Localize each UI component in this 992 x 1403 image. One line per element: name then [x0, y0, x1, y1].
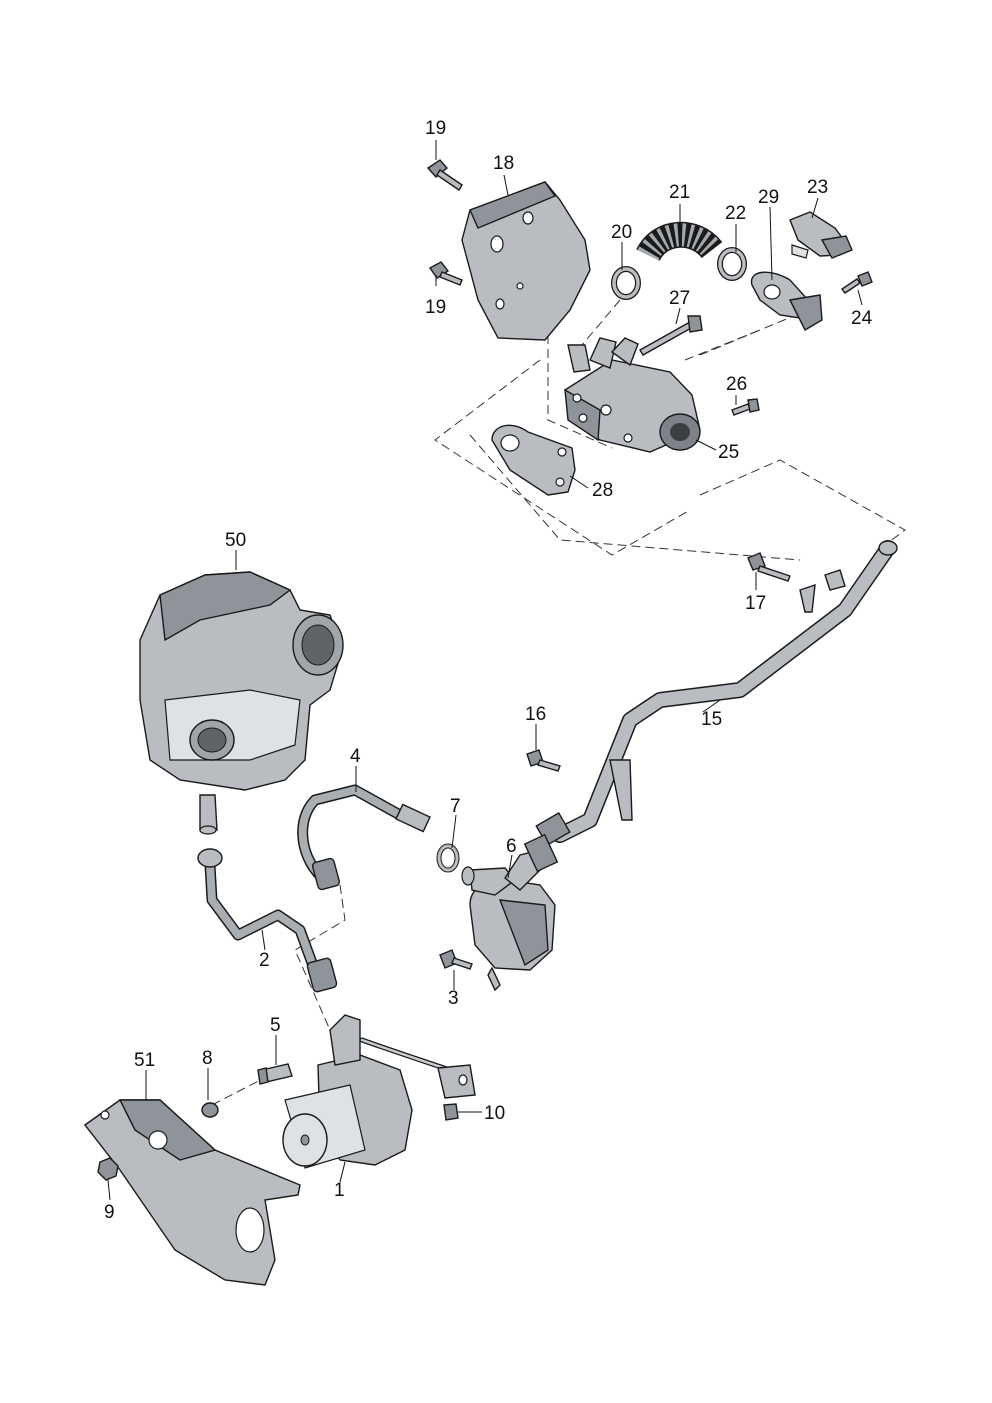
- part-26-bolt: [731, 398, 760, 416]
- label-23: 23: [807, 177, 828, 198]
- label-1: 1: [334, 1180, 345, 1201]
- part-15-pipe: [535, 540, 898, 846]
- part-20-clamp: [611, 266, 641, 300]
- part-10-clip: [443, 1103, 459, 1121]
- part-25-valve: [564, 337, 701, 453]
- label-10: 10: [484, 1103, 505, 1124]
- callout-labels: 19 18 19 20 21 22 29 23 24 27 26 25 28 1…: [104, 118, 873, 1223]
- part-19-bolt-upper: [426, 159, 463, 191]
- label-4: 4: [350, 746, 361, 767]
- part-6-separator: [461, 833, 559, 992]
- assembly-guide-lines: [211, 299, 906, 1106]
- label-20: 20: [611, 222, 632, 243]
- label-22: 22: [725, 203, 746, 224]
- part-50-air-filter-housing: [139, 571, 344, 835]
- label-28: 28: [592, 480, 613, 501]
- label-2: 2: [259, 950, 270, 971]
- label-17: 17: [745, 593, 766, 614]
- label-3: 3: [448, 988, 459, 1009]
- label-19-upper: 19: [425, 118, 446, 139]
- part-29-gasket: [750, 271, 823, 331]
- part-1-pump: [282, 1014, 476, 1169]
- part-5-valve: [257, 1063, 293, 1085]
- label-7: 7: [450, 796, 461, 817]
- part-27-bolt: [639, 315, 703, 356]
- label-27: 27: [669, 288, 690, 309]
- part-8-washer: [201, 1102, 219, 1118]
- part-28-gasket: [491, 424, 576, 496]
- label-15: 15: [701, 709, 722, 730]
- part-7-clamp: [436, 843, 460, 873]
- part-21-hose: [636, 221, 723, 262]
- part-18-heat-shield: [461, 181, 591, 341]
- part-3-bolt: [439, 949, 473, 970]
- label-51: 51: [134, 1050, 155, 1071]
- part-22-clamp: [717, 247, 747, 281]
- part-51-bracket: [83, 1099, 301, 1286]
- part-23-sensor: [789, 211, 853, 259]
- label-16: 16: [525, 704, 546, 725]
- label-5: 5: [270, 1015, 281, 1036]
- part-24-bolt: [840, 271, 873, 294]
- label-6: 6: [506, 836, 517, 857]
- label-19-lower: 19: [425, 297, 446, 318]
- label-24: 24: [851, 308, 873, 329]
- part-4-hose: [297, 784, 431, 891]
- label-50: 50: [225, 530, 246, 551]
- part-19-bolt-lower: [428, 261, 463, 286]
- label-25: 25: [718, 442, 739, 463]
- label-8: 8: [202, 1048, 213, 1069]
- part-2-hose: [197, 848, 338, 993]
- leader-lines: [107, 140, 863, 1201]
- part-9-nut: [97, 1157, 119, 1181]
- label-18: 18: [493, 153, 514, 174]
- label-29: 29: [758, 187, 779, 208]
- part-16-bolt: [526, 749, 561, 772]
- label-26: 26: [726, 374, 747, 395]
- label-21: 21: [669, 182, 690, 203]
- label-9: 9: [104, 1202, 115, 1223]
- part-17-bolt: [747, 552, 791, 582]
